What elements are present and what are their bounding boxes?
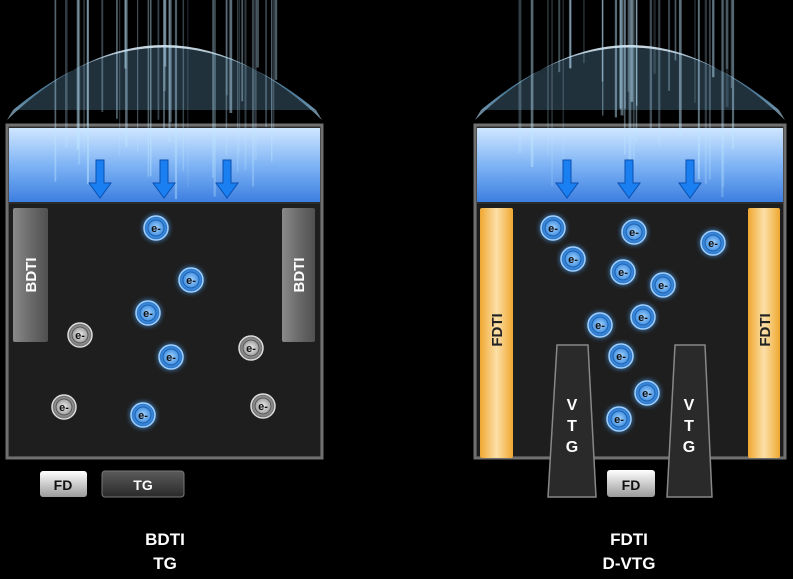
svg-text:V: V [684, 397, 695, 414]
electron-collected: e- [539, 214, 567, 242]
electron-label: e- [186, 275, 196, 287]
electron-lost: e- [52, 395, 76, 419]
electron-label: e- [658, 280, 668, 292]
electron-collected: e- [142, 214, 170, 242]
electron-label: e- [618, 267, 628, 279]
electron-collected: e- [633, 379, 661, 407]
svg-text:T: T [567, 418, 577, 435]
electron-label: e- [59, 402, 69, 414]
electron-label: e- [595, 320, 605, 332]
caption-left-line2: TG [105, 554, 225, 574]
electron-label: e- [568, 254, 578, 266]
electron-label: e- [151, 223, 161, 235]
electron-collected: e- [586, 311, 614, 339]
svg-text:V: V [567, 397, 578, 414]
electron-collected: e- [605, 405, 633, 433]
electron-label: e- [143, 308, 153, 320]
vtg-label-right: VTG [683, 397, 695, 456]
caption-left-line1: BDTI [105, 530, 225, 550]
electron-label: e- [708, 238, 718, 250]
bdti-label-left: BDTI [23, 258, 40, 293]
electron-lost: e- [239, 336, 263, 360]
tg-label: TG [133, 477, 153, 493]
svg-text:G: G [683, 439, 695, 456]
electron-label: e- [75, 330, 85, 342]
svg-text:G: G [566, 439, 578, 456]
electron-label: e- [616, 351, 626, 363]
right-pixel: FDTI FDTI e-e-e-e-e-e-e-e-e-e-e- VTG VTG… [475, 0, 785, 497]
fd-label-right: FD [622, 477, 641, 493]
electron-collected: e- [559, 245, 587, 273]
caption-right-line1: FDTI [569, 530, 689, 550]
electron-collected: e- [620, 218, 648, 246]
electron-label: e- [258, 401, 268, 413]
electron-collected: e- [649, 271, 677, 299]
bdti-label-right: BDTI [291, 258, 308, 293]
electron-collected: e- [699, 229, 727, 257]
electron-collected: e- [134, 299, 162, 327]
electron-lost: e- [68, 323, 92, 347]
electron-collected: e- [129, 401, 157, 429]
electron-collected: e- [177, 266, 205, 294]
electron-collected: e- [157, 343, 185, 371]
electron-collected: e- [609, 258, 637, 286]
electron-lost: e- [251, 394, 275, 418]
vtg-label-left: VTG [566, 397, 578, 456]
electron-label: e- [166, 352, 176, 364]
electron-label: e- [629, 227, 639, 239]
electron-label: e- [638, 312, 648, 324]
electron-collected: e- [607, 342, 635, 370]
fdti-label-right: FDTI [757, 313, 774, 346]
caption-right-line2: D-VTG [569, 554, 689, 574]
electron-collected: e- [629, 303, 657, 331]
fd-label-left: FD [54, 477, 73, 493]
left-pixel: BDTI BDTI e-e-e-e-e-e-e-e-e- FD TG [7, 0, 322, 497]
electron-label: e- [246, 343, 256, 355]
svg-text:T: T [684, 418, 694, 435]
electron-label: e- [548, 223, 558, 235]
electron-label: e- [614, 414, 624, 426]
electron-label: e- [642, 388, 652, 400]
electron-label: e- [138, 410, 148, 422]
fdti-label-left: FDTI [489, 313, 506, 346]
